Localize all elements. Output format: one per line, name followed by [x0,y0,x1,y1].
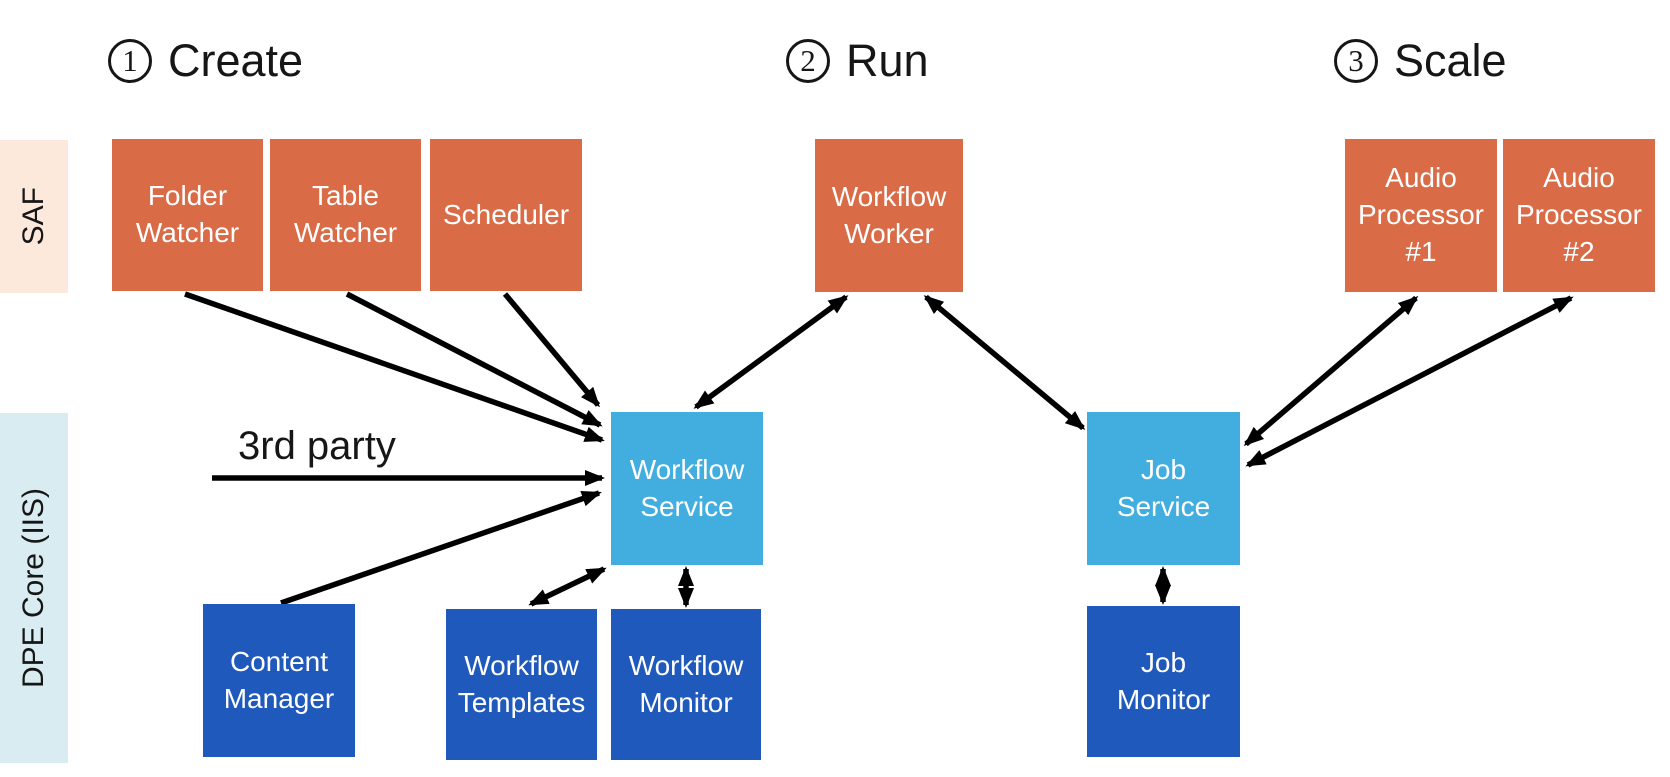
node-workflow-service: Workflow Service [611,412,763,565]
node-scheduler: Scheduler [430,139,582,291]
lane-saf-label: SAF [17,187,50,246]
circled-number-1-icon: 1 [108,38,152,83]
phase-label: Scale [1394,35,1507,86]
node-workflow-templates: Workflow Templates [446,609,597,760]
arrow-workflow-worker-job-service [923,294,1086,431]
node-audio-processor-1: Audio Processor #1 [1345,139,1497,292]
arrow-folder-watcher-to-workflow-service [184,291,605,443]
circled-number-3-icon: 3 [1334,38,1378,83]
node-table-watcher: Table Watcher [270,139,421,291]
arrow-scheduler-to-workflow-service [502,292,601,408]
lane-dpe-label: DPE Core (IIS) [17,487,50,689]
arrow-workflow-service-workflow-worker [693,294,849,410]
arrow-job-service-audio-processor-2 [1245,295,1574,468]
node-workflow-monitor: Workflow Monitor [611,609,761,760]
arrow-content-manager-to-workflow-service [280,490,602,606]
phase-header-run: 2 Run [786,38,929,83]
node-audio-processor-2: Audio Processor #2 [1503,139,1655,292]
node-content-manager: Content Manager [203,604,355,757]
arrow-job-service-audio-processor-1 [1243,295,1419,447]
node-job-monitor: Job Monitor [1087,606,1240,757]
node-workflow-worker: Workflow Worker [815,139,963,292]
phase-label: Run [846,35,929,86]
arrow-workflow-service-workflow-templates [528,566,607,607]
lane-dpe-core-iis: DPE Core (IIS) [0,413,68,763]
third-party-label: 3rd party [238,424,396,468]
phase-label: Create [168,35,304,86]
circled-number-2-icon: 2 [786,38,830,83]
node-folder-watcher: Folder Watcher [112,139,263,291]
phase-header-create: 1 Create [108,38,303,83]
node-job-service: Job Service [1087,412,1240,565]
lane-saf: SAF [0,140,68,293]
phase-header-scale: 3 Scale [1334,38,1507,83]
arrow-table-watcher-to-workflow-service [345,291,603,428]
